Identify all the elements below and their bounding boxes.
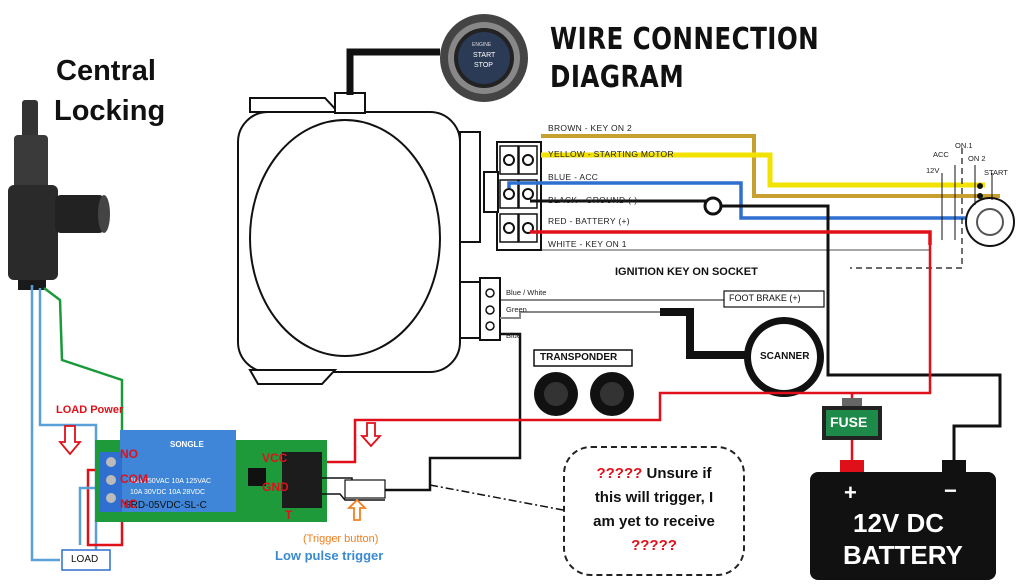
relay-pin-vcc: VCC (262, 451, 288, 465)
battery-plus-label: + (844, 480, 857, 505)
transponder (533, 349, 634, 416)
ignition-start-label: START (984, 168, 1008, 177)
relay-pin-t: T (285, 508, 293, 522)
down-arrow-icon (58, 425, 82, 456)
fuse-label: FUSE (830, 414, 868, 430)
ignition-12v-label: 12V (926, 166, 940, 175)
ignition-on2-label: ON 2 (968, 154, 986, 163)
start-stop-button-icon (440, 14, 528, 102)
relay-brand: SONGLE (170, 440, 204, 449)
wire-label-blue: BLUE - ACC (548, 172, 599, 182)
foot-brake-label: FOOT BRAKE (+) (729, 293, 801, 303)
note-line2: this will trigger, I (594, 489, 714, 506)
wire-label-red: RED - BATTERY (+) (548, 216, 630, 226)
down-arrow-icon (359, 422, 383, 448)
wire-label-green: Green (506, 305, 527, 314)
battery-icon (810, 460, 996, 580)
ignition-socket (850, 148, 1015, 269)
diagram-title-line1: WIRE CONNECTION (550, 22, 820, 57)
wire-label-white: WHITE - KEY ON 1 (548, 239, 627, 249)
load-power-label: LOAD Power (56, 404, 124, 416)
note-line3: am yet to receive (593, 513, 715, 530)
wire-label-blue-white: Blue / White (506, 288, 547, 297)
wire-label-yellow: YELLOW - STARTING MOTOR (548, 149, 674, 159)
note-question-marks-1: ????? (596, 465, 643, 482)
transponder-label: TRANSPONDER (540, 352, 618, 363)
ignition-socket-caption: IGNITION KEY ON SOCKET (615, 266, 758, 278)
trigger-button-label: (Trigger button) (303, 533, 379, 545)
load-box (61, 549, 111, 571)
scanner-icon (744, 317, 824, 397)
ignition-acc-label: ACC (933, 150, 949, 159)
foot-brake-box (723, 290, 825, 308)
battery-voltage-label: 12V DC (853, 508, 945, 538)
central-locking-label-line1: Central (56, 55, 156, 87)
ignition-on1-label: ON.1 (955, 141, 973, 150)
wire-label-blue-small: Blue (506, 331, 522, 340)
harness-connector (483, 141, 542, 251)
start-button-mid: START (473, 52, 496, 59)
note-question-marks-2: ????? (631, 537, 677, 554)
low-pulse-label: Low pulse trigger (275, 548, 384, 563)
relay-pin-gnd: GND (262, 480, 289, 494)
small-connector (479, 277, 501, 341)
relay-model: SRD-05VDC-SL-C (124, 500, 207, 511)
relay-pin-no: NO (120, 447, 138, 461)
battery-minus-label: − (944, 478, 957, 503)
note-bubble: ????? Unsure if this will trigger, I am … (563, 446, 745, 576)
central-locking-label-line2: Locking (54, 95, 166, 127)
battery-name-label: BATTERY (843, 540, 963, 570)
relay-module (95, 430, 327, 522)
note-line1: Unsure if (642, 465, 712, 482)
fuse-icon (822, 398, 882, 440)
diagram-title-line2: DIAGRAM (550, 60, 685, 95)
wire-label-brown: BROWN - KEY ON 2 (548, 123, 632, 133)
scanner-label: SCANNER (760, 351, 810, 362)
wire-label-black: BLACK - GROUND (-) (548, 195, 638, 205)
relay-rating-2: 10A 30VDC 10A 28VDC (130, 489, 206, 496)
relay-pin-nc: NC (120, 497, 138, 511)
control-module (237, 92, 481, 385)
load-box-label: LOAD (71, 554, 99, 565)
relay-pin-com: COM (120, 472, 148, 486)
start-button-top: ENGINE (472, 42, 492, 48)
up-arrow-icon (346, 498, 368, 521)
relay-rating-1: 10A 250VAC 10A 125VAC (130, 478, 212, 485)
start-button-bottom: STOP (474, 62, 493, 69)
